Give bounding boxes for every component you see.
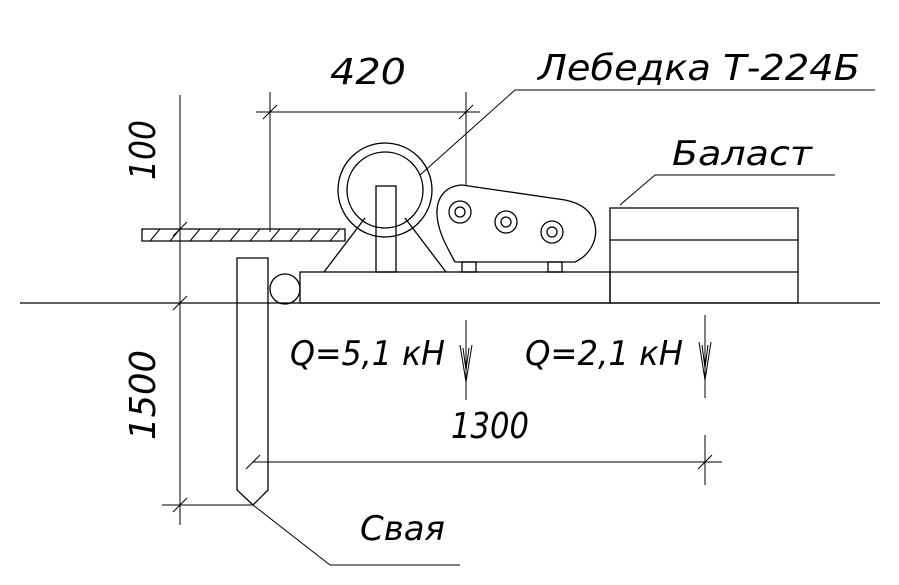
roller [269,273,301,305]
ballast-label: Баласт [672,134,813,174]
dimension-1300-label: 1300 [451,406,529,447]
winch-drum [323,142,447,273]
dimension-1500-label: 1500 [123,350,164,440]
dimension-1300 [245,435,722,485]
dimension-420 [256,92,480,232]
winch-housing [436,184,597,273]
ballast-blocks [609,207,799,304]
load-arrow-left [459,320,473,400]
dimension-vertical [162,95,253,525]
winch-leader [419,89,875,176]
winch-label: Лебедка Т-224Б [536,48,860,89]
base-frame [299,271,611,304]
hatched-beam [141,228,346,242]
pile [236,257,269,506]
dimension-100-label: 100 [123,120,164,180]
load-right-label: Q=2,1 кН [525,334,683,374]
pile-label: Свая [360,509,445,549]
pile-leader [252,504,460,566]
load-arrow-right [698,315,712,398]
ballast-leader [619,174,835,206]
load-left-label: Q=5,1 кН [290,334,445,374]
dimension-420-label: 420 [330,52,406,93]
